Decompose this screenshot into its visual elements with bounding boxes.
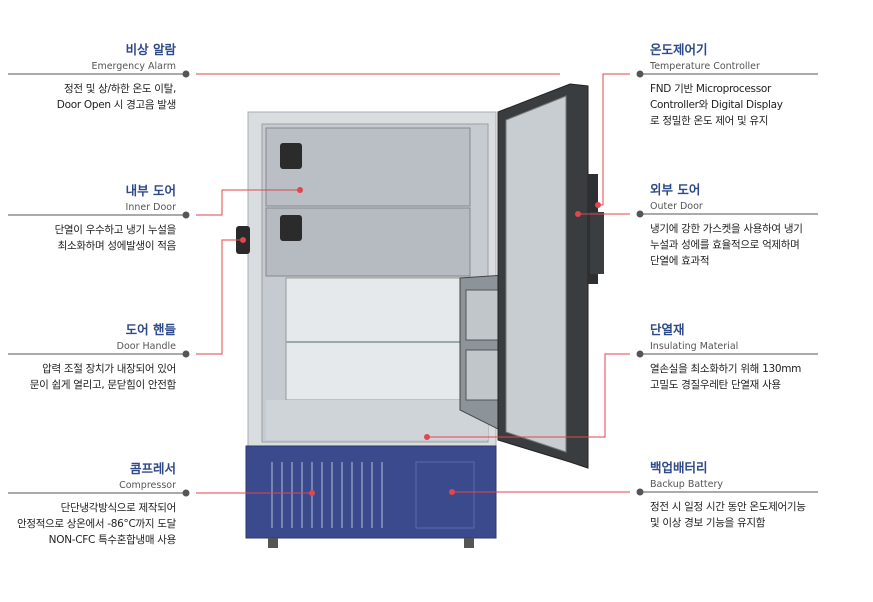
callout-desc-line: 냉기에 강한 가스켓을 사용하여 냉기 [650, 223, 803, 235]
callout-title: 콤프레서 [129, 461, 176, 476]
callout-desc-line: 열손실을 최소화하기 위해 130mm [650, 363, 802, 375]
callout-desc-line: NON-CFC 특수혼합냉매 사용 [48, 534, 177, 546]
callout-title: 비상 알람 [125, 42, 176, 57]
callout-desc-line: 정전 및 상/하한 온도 이탈, [63, 83, 176, 95]
callout-desc-line: 단열에 효과적 [650, 255, 710, 267]
outer-door-handle [590, 212, 604, 274]
inner-door-latch-lower [280, 215, 302, 241]
leader-dots [240, 187, 601, 496]
inner-door-latch-upper [280, 143, 302, 169]
callout-subtitle: Inner Door [125, 202, 176, 213]
callout-desc-line: 로 정밀한 온도 제어 및 유지 [650, 115, 769, 127]
foot-left [268, 538, 278, 548]
callout-desc-line: 안정적으로 상온에서 -86°C까지 도달 [16, 518, 176, 530]
callout-emergency-alarm: 비상 알람 Emergency Alarm 정전 및 상/하한 온도 이탈, Do… [0, 42, 185, 113]
callout-title: 도어 핸들 [125, 322, 176, 337]
callout-desc-line: 고밀도 경질우레탄 단열재 사용 [650, 379, 781, 391]
callout-title: 내부 도어 [125, 183, 176, 198]
battery-access-panel [415, 461, 475, 529]
cabinet-floor [266, 400, 488, 440]
callout-desc-line: 압력 조절 장치가 내장되어 있어 [42, 363, 176, 375]
callout-title: 단열재 [650, 322, 685, 337]
callout-desc-line: 최소화하며 성에발생이 적음 [57, 240, 177, 252]
foot-right [464, 538, 474, 548]
callout-title: 외부 도어 [650, 182, 701, 197]
callout-title: 백업배터리 [650, 460, 708, 475]
rule-end-dots [182, 70, 644, 497]
callout-desc-line: 단열이 우수하고 냉기 누설을 [54, 224, 177, 236]
callout-temperature-controller: 온도제어기 Temperature Controller FND 기반 Micr… [650, 42, 850, 129]
callout-subtitle: Backup Battery [650, 479, 724, 490]
callout-desc-line: 정전 시 일정 시간 동안 온도제어기능 [650, 501, 806, 513]
callout-title: 온도제어기 [650, 42, 708, 57]
callout-subtitle: Temperature Controller [650, 61, 760, 72]
callout-desc-line: FND 기반 Microprocessor [650, 83, 772, 95]
callout-subtitle: Compressor [119, 480, 176, 491]
callout-subtitle: Insulating Material [650, 341, 739, 352]
callout-backup-battery: 백업배터리 Backup Battery 정전 시 일정 시간 동안 온도제어기… [650, 460, 850, 531]
callout-subtitle: Door Handle [116, 341, 176, 352]
open-compartment [285, 277, 463, 401]
callout-desc-line: 문이 쉽게 열리고, 문닫힘이 안전함 [29, 379, 177, 391]
callout-subtitle: Outer Door [650, 201, 703, 212]
callout-insulating-material: 단열재 Insulating Material 열손실을 최소화하기 위해 13… [650, 322, 850, 393]
callout-desc-line: 및 이상 경보 기능을 유지함 [650, 517, 766, 529]
callout-desc-line: Door Open 시 경고음 발생 [56, 99, 177, 111]
callout-desc-line: 누설과 성에를 효율적으로 억제하며 [650, 239, 800, 251]
callout-desc-line: Controller와 Digital Display [650, 99, 783, 111]
callout-subtitle: Emergency Alarm [91, 61, 176, 72]
leader-lines [196, 73, 630, 494]
callout-desc-line: 단단냉각방식으로 제작되어 [60, 502, 177, 514]
compressor-vent [271, 462, 383, 528]
callout-rules [8, 73, 818, 494]
